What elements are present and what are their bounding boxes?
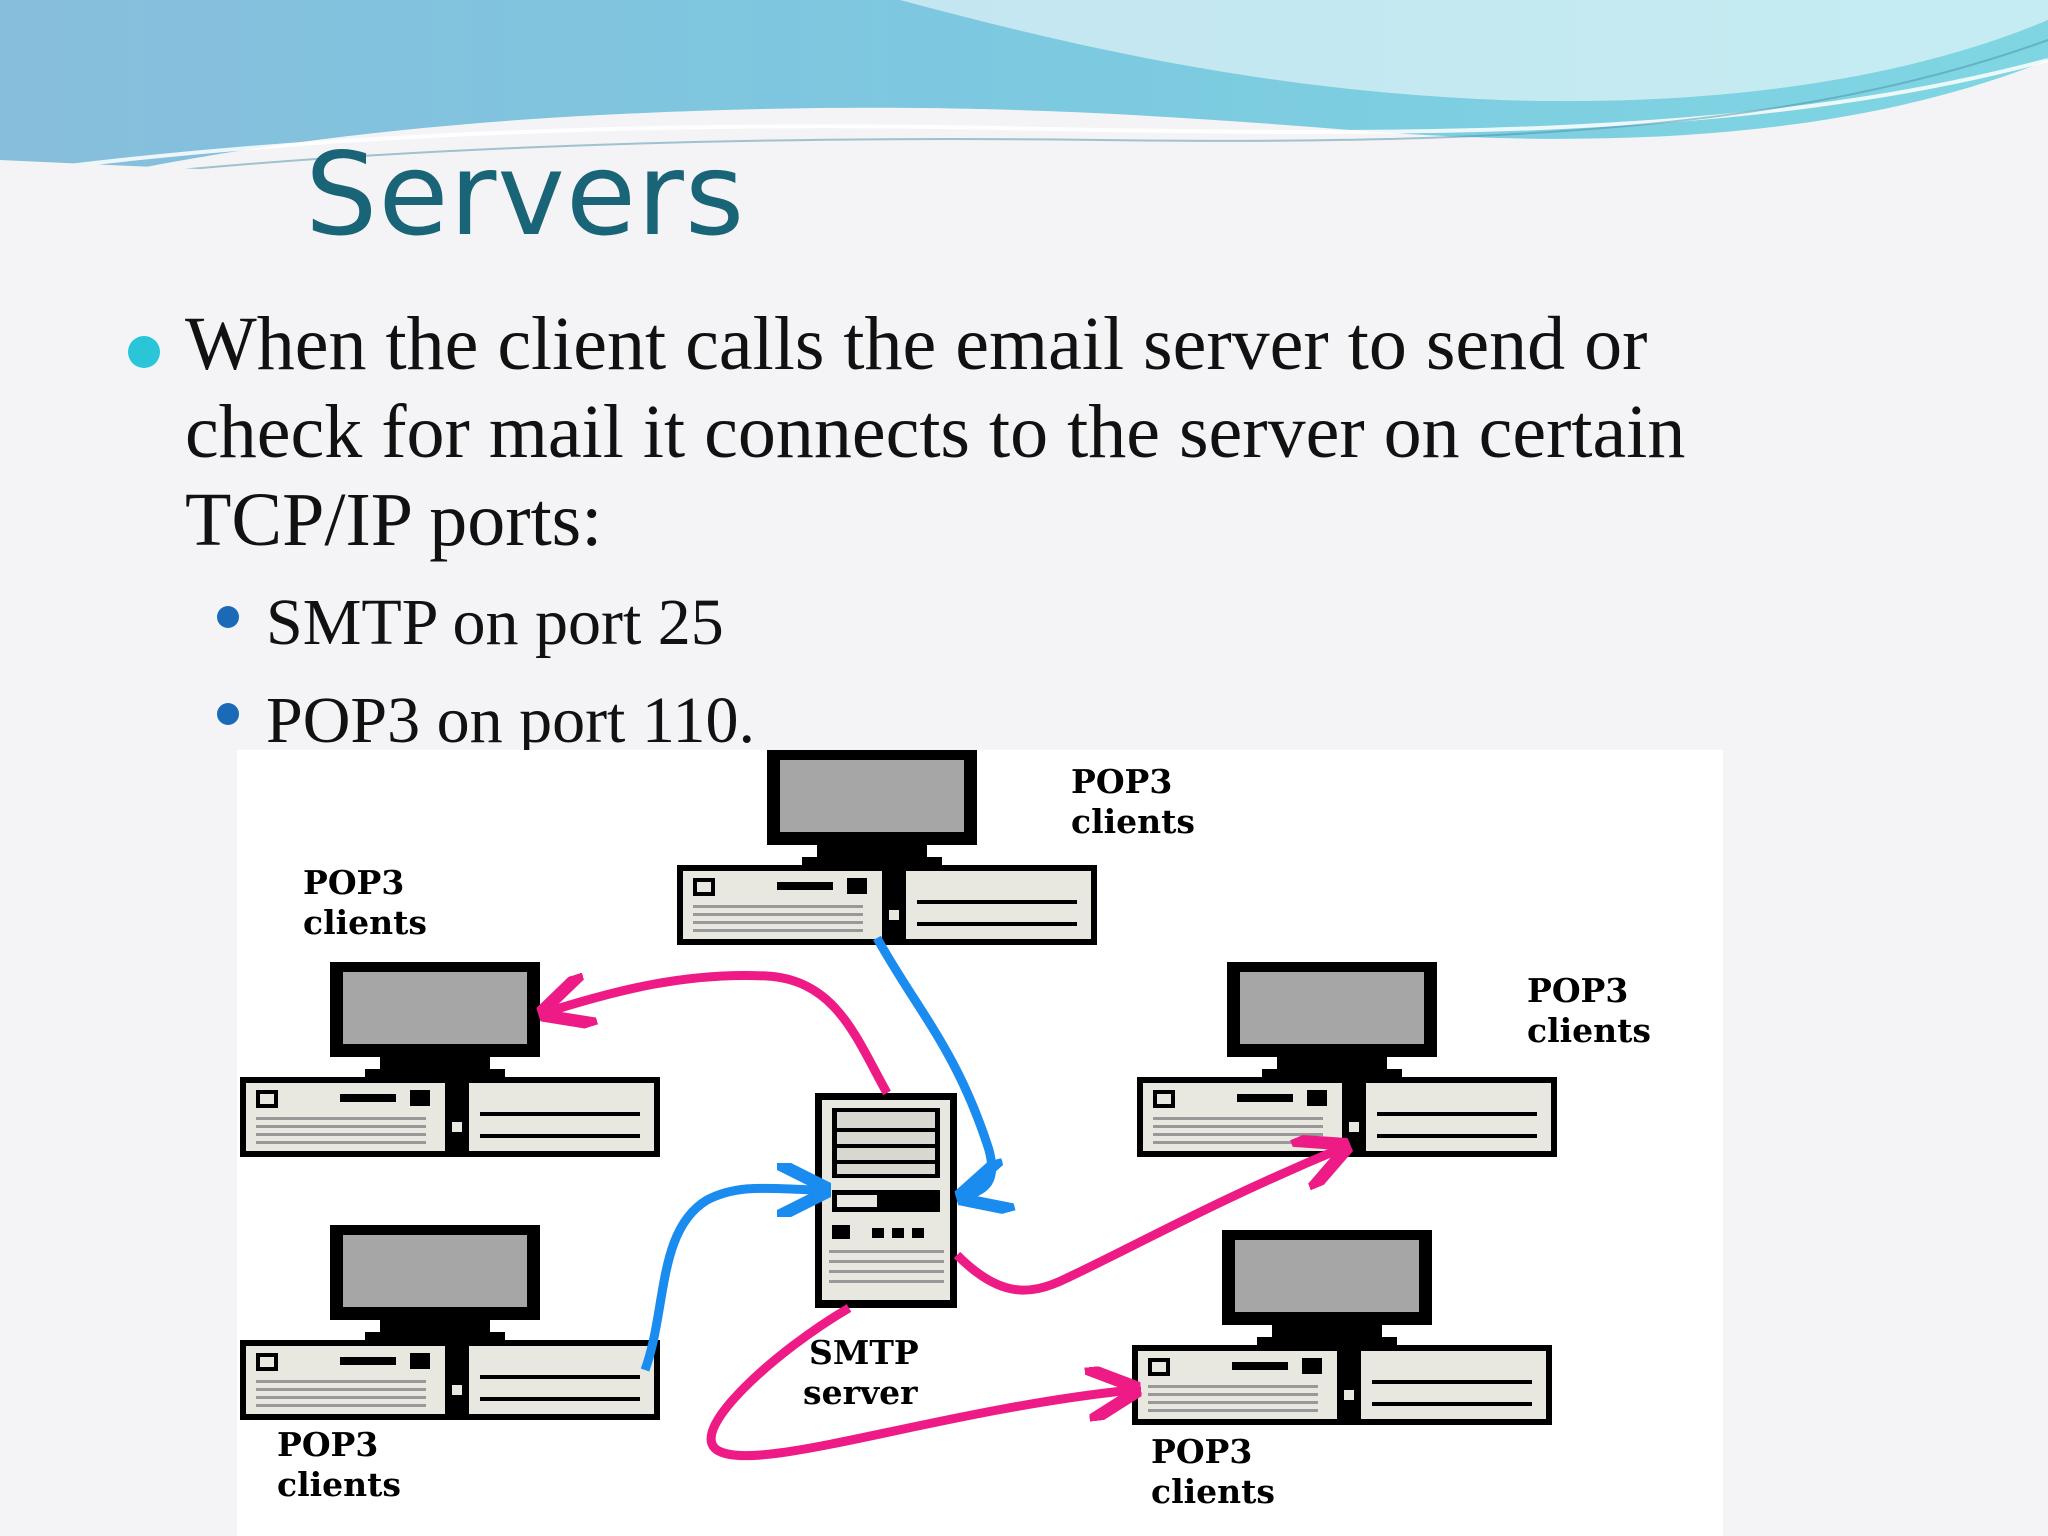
email-network-diagram: POP3 clients POP3 clients POP3 clients P… bbox=[237, 750, 1723, 1536]
label-left-upper-client: POP3 clients bbox=[303, 863, 427, 942]
svg-text:clients: clients bbox=[1071, 802, 1195, 841]
sub-bullet-pop3: POP3 on port 110. bbox=[266, 684, 755, 757]
svg-text:POP3: POP3 bbox=[1527, 971, 1628, 1010]
svg-text:POP3: POP3 bbox=[1071, 762, 1172, 801]
svg-text:POP3: POP3 bbox=[277, 1425, 378, 1464]
arrow-top-client-to-server bbox=[873, 935, 992, 1196]
label-right-lower-client: POP3 clients bbox=[1151, 1432, 1275, 1511]
arrow-server-to-right-upper-client bbox=[953, 1148, 1342, 1295]
arrow-left-client-to-server bbox=[640, 1188, 822, 1372]
sub-bullet-dot bbox=[217, 703, 239, 725]
svg-text:clients: clients bbox=[1527, 1011, 1651, 1050]
label-left-lower-client: POP3 clients bbox=[277, 1425, 401, 1504]
svg-text:clients: clients bbox=[1151, 1472, 1275, 1511]
bullet-line-2: check for mail it connects to the server… bbox=[185, 390, 1686, 474]
svg-text:clients: clients bbox=[277, 1465, 401, 1504]
bullet-line-3: TCP/IP ports: bbox=[185, 478, 603, 562]
bullet-dot bbox=[128, 336, 160, 368]
svg-text:SMTP: SMTP bbox=[809, 1333, 919, 1372]
svg-text:POP3: POP3 bbox=[303, 863, 404, 902]
slide-title: Servers bbox=[305, 128, 746, 261]
label-smtp-server: SMTP server bbox=[803, 1333, 919, 1412]
label-right-upper-client: POP3 clients bbox=[1527, 971, 1651, 1050]
smtp-server-icon bbox=[815, 1093, 957, 1308]
header-wave-decoration bbox=[0, 0, 2048, 240]
bullet-text: When the client calls the email server t… bbox=[185, 300, 2015, 564]
sub-bullet-dot bbox=[217, 606, 239, 628]
label-top-client: POP3 clients bbox=[1071, 762, 1195, 841]
arrow-server-to-left-upper-client bbox=[547, 970, 891, 1096]
svg-text:clients: clients bbox=[303, 903, 427, 942]
svg-text:server: server bbox=[803, 1373, 918, 1412]
bullet-line-1: When the client calls the email server t… bbox=[185, 302, 1648, 386]
svg-text:POP3: POP3 bbox=[1151, 1432, 1252, 1471]
arrow-server-to-right-lower-client bbox=[706, 1304, 1132, 1461]
sub-bullet-smtp: SMTP on port 25 bbox=[266, 586, 724, 659]
